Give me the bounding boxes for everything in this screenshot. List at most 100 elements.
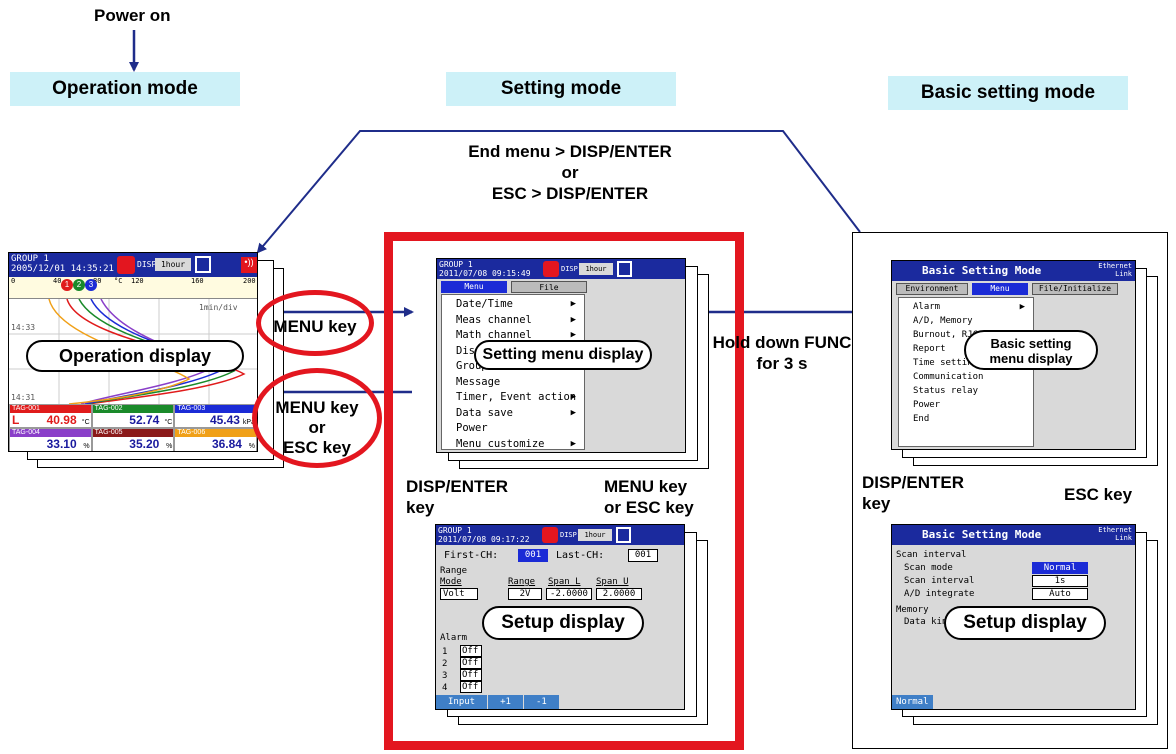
last-ch-field[interactable]: 001 — [628, 549, 658, 562]
marker-1: 1 — [61, 279, 73, 291]
tag-cell-2: TAG-002 52.74 °C — [91, 404, 175, 428]
hold-func-text: Hold down FUNC for 3 s — [712, 333, 852, 373]
data-kind-label: Data kind — [904, 617, 953, 627]
alarm-4-field[interactable]: Off — [460, 681, 482, 693]
range-heading: Range — [440, 566, 468, 576]
menu-key-label: MENU key — [273, 317, 357, 336]
basic-item-communication[interactable]: Communication — [913, 372, 984, 382]
last-ch-label: Last-CH: — [556, 550, 605, 561]
operation-mode-label: Operation mode — [10, 72, 240, 106]
basic-item-alarm[interactable]: Alarm▶ — [913, 302, 1025, 312]
span-l-field[interactable]: -2.0000 — [546, 588, 592, 600]
menu-item-data-save[interactable]: Data save▶ — [456, 406, 576, 419]
menu-key-highlight — [256, 290, 374, 356]
marker-3: 3 — [85, 279, 97, 291]
op-hour: 1hour — [155, 258, 191, 271]
tab-file[interactable]: File — [511, 281, 587, 293]
basic-setup-softkeys: Normal — [892, 689, 934, 709]
menu-item-timer[interactable]: Timer, Event action▶ — [456, 391, 577, 403]
op-time-2: 14:31 — [11, 393, 36, 402]
scan-mode-field[interactable]: Normal — [1032, 562, 1088, 574]
span-l-label: Span_L — [548, 577, 581, 587]
alarm-1-field[interactable]: Off — [460, 645, 482, 657]
span-u-label: Span_U — [596, 577, 629, 587]
basic-item-time-settings[interactable]: Time settings — [913, 358, 984, 368]
menu-or-esc-key-label: MENU key or ESC key — [604, 477, 694, 517]
setting-mode-label: Setting mode — [446, 72, 676, 106]
tag-cell-5: TAG-005 35.20 % — [91, 428, 175, 451]
basic-menu-display-label: Basic setting menu display — [964, 330, 1098, 370]
op-rate: 1min/div — [199, 303, 238, 312]
alarm-heading: Alarm — [440, 633, 468, 643]
record-icon — [543, 261, 559, 277]
memory-heading: Memory — [896, 605, 929, 615]
setting-mode-frame — [384, 232, 744, 750]
tab-basic-menu[interactable]: Menu — [972, 283, 1028, 295]
basic-item-report[interactable]: Report — [913, 344, 946, 354]
tab-menu[interactable]: Menu — [441, 281, 507, 293]
setting-menu-list: Date/Time▶ Meas channel▶ Math channel▶ D… — [441, 294, 585, 450]
op-disp: DISP — [137, 260, 157, 269]
basic-item-end[interactable]: End — [913, 414, 930, 424]
record-icon — [117, 256, 135, 274]
menu-item-power[interactable]: Power — [456, 422, 488, 434]
setup-display-label-1: Setup display — [482, 606, 644, 640]
mode-label: Mode — [440, 577, 462, 587]
setting-menu-display-label: Setting menu display — [474, 340, 652, 370]
softkey-plus1[interactable]: +1 — [488, 695, 523, 709]
basic-item-ad-memory[interactable]: A/D, Memory — [913, 316, 973, 326]
first-ch-field[interactable]: 001 — [518, 549, 548, 562]
menu-esc-key-highlight — [252, 368, 382, 468]
op-group: GROUP 1 — [11, 254, 49, 264]
range-field[interactable]: 2V — [508, 588, 542, 600]
menu-item-date-time[interactable]: Date/Time▶ — [456, 298, 576, 310]
op-datetime: 2005/12/01 14:35:21 — [11, 264, 114, 274]
ad-integrate-field[interactable]: Auto — [1032, 588, 1088, 600]
softkey-minus1[interactable]: -1 — [523, 695, 559, 709]
softkey-normal[interactable]: Normal — [892, 695, 933, 709]
basic-item-status-relay[interactable]: Status relay — [913, 386, 979, 396]
range-label: Range — [508, 577, 536, 587]
softkey-input[interactable]: Input — [436, 695, 488, 709]
setup-display-label-2: Setup display — [944, 606, 1106, 640]
camera-icon — [616, 527, 631, 543]
alarm-2-field[interactable]: Off — [460, 657, 482, 669]
basic-item-burnout[interactable]: Burnout, RJC — [913, 330, 979, 340]
scan-interval-label: Scan interval — [904, 576, 975, 586]
operation-display-label: Operation display — [26, 340, 244, 372]
basic-item-power[interactable]: Power — [913, 400, 941, 410]
menu-item-message[interactable]: Message — [456, 375, 501, 388]
alarm-3-field[interactable]: Off — [460, 669, 482, 681]
menu-item-menu-customize[interactable]: Menu customize▶ — [456, 437, 576, 450]
esc-key-label: ESC key — [1064, 485, 1133, 504]
record-icon — [542, 527, 558, 543]
span-u-field[interactable]: 2.0000 — [596, 588, 642, 600]
op-scale: 0 40 80 °C 120 160 200 1 2 3 — [9, 277, 257, 299]
tab-environment[interactable]: Environment — [896, 283, 968, 295]
alarm-bell-icon: •)) — [241, 257, 257, 273]
disp-enter-label-1: DISP/ENTER key — [406, 477, 509, 517]
menu-or-esc-label: MENU key or ESC key — [275, 398, 359, 457]
first-ch-label: First-CH: — [444, 550, 499, 561]
end-menu-return-path — [256, 130, 861, 254]
tag-cell-4: TAG-004 33.10 % — [9, 428, 92, 451]
mode-field[interactable]: Volt — [440, 588, 478, 600]
basic-menu-list: Alarm▶ A/D, Memory Burnout, RJC Report T… — [898, 297, 1034, 447]
scan-interval-heading: Scan interval — [896, 550, 967, 560]
menu-item-meas-channel[interactable]: Meas channel▶ — [456, 313, 576, 326]
end-menu-text: End menu > DISP/ENTER or ESC > DISP/ENTE… — [468, 142, 672, 203]
scan-mode-label: Scan mode — [904, 563, 953, 573]
camera-icon — [617, 261, 632, 277]
menu-item-math-channel[interactable]: Math channel▶ — [456, 329, 576, 341]
basic-setting-mode-label: Basic setting mode — [888, 76, 1128, 110]
camera-icon — [195, 256, 211, 273]
setup-softkeys: Input+1-1 — [436, 689, 560, 709]
power-on-label: Power on — [94, 6, 171, 25]
scan-interval-field[interactable]: 1s — [1032, 575, 1088, 587]
op-time-1: 14:33 — [11, 323, 36, 332]
tab-file-initialize[interactable]: File/Initialize — [1032, 283, 1118, 295]
marker-2: 2 — [73, 279, 85, 291]
setup-screen: GROUP 1 2011/07/08 09:17:22 DISP 1hour F… — [435, 524, 685, 710]
